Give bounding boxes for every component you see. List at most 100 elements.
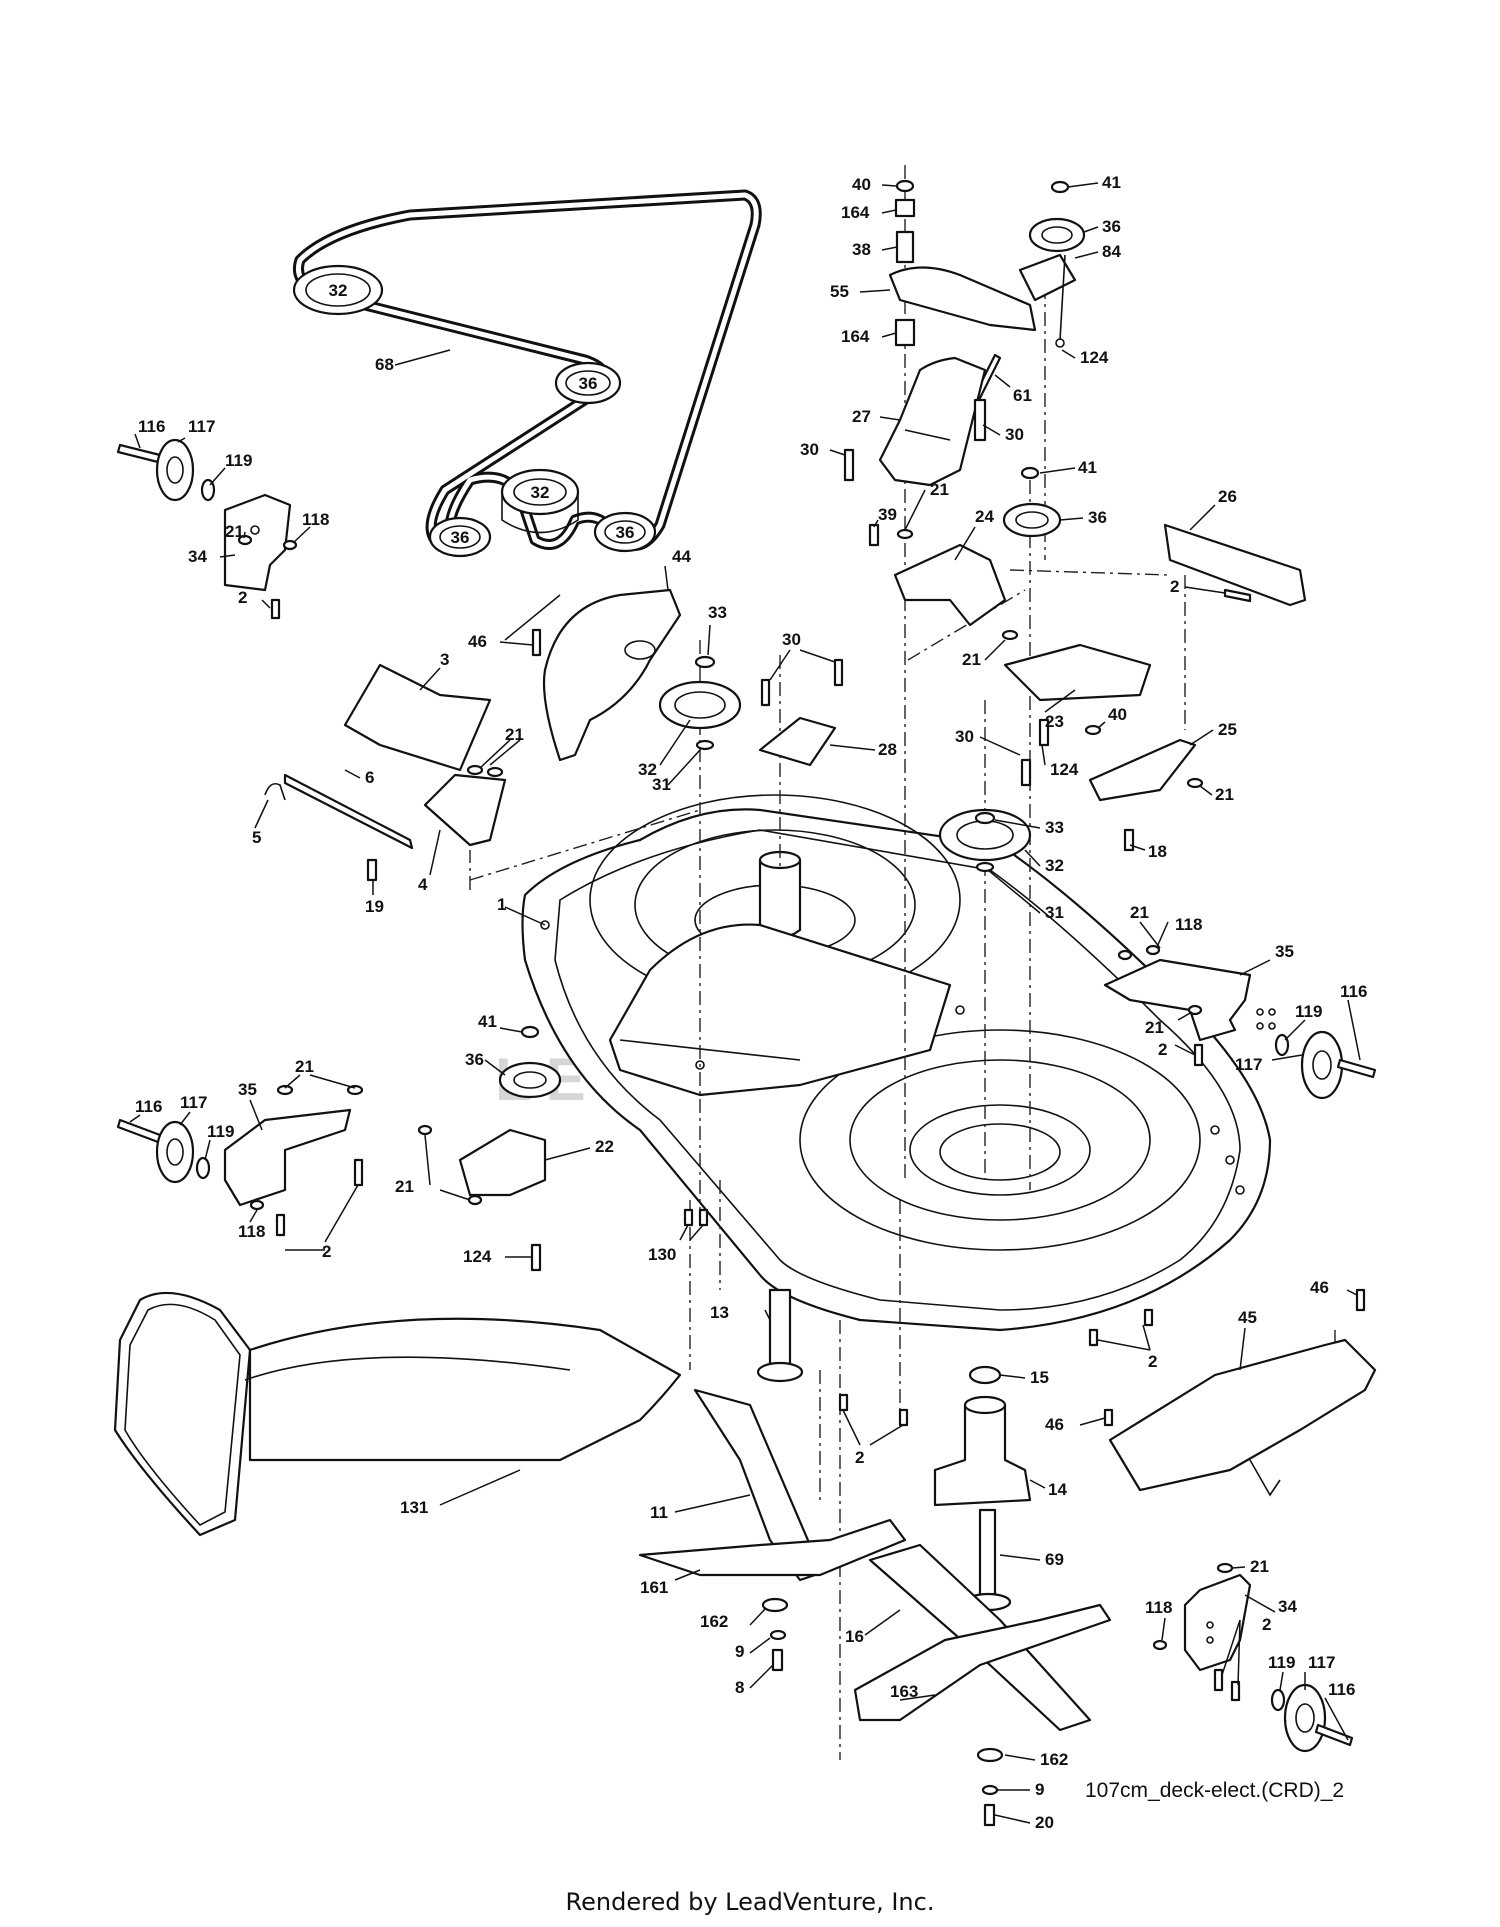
idler-pulley-36-top bbox=[1028, 217, 1086, 253]
callout: 39 bbox=[878, 505, 897, 524]
callout: 2 bbox=[238, 588, 247, 607]
callout: 46 bbox=[1045, 1415, 1064, 1434]
diagram-caption: 107cm_deck-elect.(CRD)_2 bbox=[1085, 1779, 1344, 1802]
callout: 46 bbox=[1310, 1278, 1329, 1297]
bearing-15 bbox=[968, 1365, 1002, 1385]
callout: 21 bbox=[1145, 1018, 1164, 1037]
callout: 24 bbox=[975, 507, 994, 526]
callout: 40 bbox=[852, 175, 871, 194]
callout: 36 bbox=[465, 1050, 484, 1069]
callout: 21 bbox=[1250, 1557, 1269, 1576]
callout: 20 bbox=[1035, 1813, 1054, 1832]
callout: 30 bbox=[800, 440, 819, 459]
bolt-2-bl-a bbox=[353, 1158, 364, 1187]
callout: 116 bbox=[1340, 982, 1367, 1001]
link-rod-6 bbox=[283, 773, 414, 850]
callout: 35 bbox=[1275, 942, 1294, 961]
callout: 32 bbox=[638, 760, 657, 779]
clip-5 bbox=[264, 782, 286, 801]
nut-21-idler bbox=[896, 528, 914, 540]
nut-118-br bbox=[1152, 1639, 1168, 1651]
right-pulley-stack bbox=[893, 466, 1307, 873]
callout: 161 bbox=[640, 1578, 668, 1597]
bolt-2-tl bbox=[270, 598, 281, 620]
washer-9-left bbox=[769, 1629, 787, 1641]
nut-21-25 bbox=[1186, 777, 1204, 789]
nut-40 bbox=[895, 179, 915, 193]
callout: 16 bbox=[845, 1627, 864, 1646]
callout: 2 bbox=[855, 1448, 864, 1467]
bolt-30-left-pair bbox=[760, 678, 771, 707]
callout: 21 bbox=[930, 480, 949, 499]
callout: 33 bbox=[708, 603, 727, 622]
callout: 4 bbox=[418, 875, 428, 894]
discharge-chute-131 bbox=[113, 1291, 682, 1537]
nut-21-bracket4 bbox=[466, 764, 484, 776]
callout: 21 bbox=[505, 725, 524, 744]
bolt-2-br-a bbox=[1213, 1668, 1224, 1692]
callout: 118 bbox=[238, 1222, 265, 1241]
callout: 22 bbox=[595, 1137, 614, 1156]
bracket-22 bbox=[458, 1128, 547, 1197]
callout: 33 bbox=[1045, 818, 1064, 837]
bracket-24 bbox=[893, 543, 1007, 627]
callout: 118 bbox=[1145, 1598, 1172, 1617]
belt-pulley-label: 32 bbox=[531, 483, 550, 502]
callout: 162 bbox=[700, 1612, 728, 1631]
baffle-45 bbox=[838, 1288, 1377, 1497]
bolt-116-bl bbox=[116, 1118, 162, 1144]
nut-21-right-a bbox=[1117, 949, 1133, 961]
callout: 19 bbox=[365, 897, 384, 916]
callout: 31 bbox=[652, 775, 671, 794]
callout: 163 bbox=[890, 1682, 918, 1701]
bolt-2-br-b bbox=[1230, 1680, 1241, 1702]
bolt-20 bbox=[983, 1803, 996, 1827]
deck-right-chamber bbox=[799, 1029, 1201, 1251]
belt-pulley-36-left bbox=[428, 516, 492, 558]
callout: 34 bbox=[188, 547, 207, 566]
callout: 30 bbox=[1005, 425, 1024, 444]
belt-pulleys: 32 36 32 36 36 bbox=[292, 264, 657, 558]
belt-pulley-label: 36 bbox=[579, 374, 598, 393]
spacer-38 bbox=[895, 230, 915, 264]
callout: 26 bbox=[1218, 487, 1237, 506]
bolt-116-tl bbox=[116, 443, 162, 464]
callout: 21 bbox=[395, 1177, 414, 1196]
idler-pulley-22-assembly bbox=[417, 1025, 709, 1272]
bolt-39 bbox=[868, 523, 880, 547]
callout: 40 bbox=[1108, 705, 1127, 724]
callout: 61 bbox=[1013, 386, 1032, 405]
belt-guard-44 bbox=[542, 588, 682, 762]
left-pulley-stack bbox=[264, 588, 844, 882]
idler-arm-27 bbox=[878, 356, 987, 487]
callout: 11 bbox=[650, 1503, 668, 1522]
gauge-wheel-assembly-top-left bbox=[116, 438, 298, 620]
right-spindle-blade bbox=[853, 1365, 1112, 1827]
washer-119-br bbox=[1270, 1688, 1286, 1712]
bracket-34-tl bbox=[223, 493, 292, 592]
idler-pulley-36-lower bbox=[498, 1061, 562, 1099]
bolt-116-right bbox=[1336, 1058, 1377, 1079]
bolt-30-right bbox=[973, 398, 987, 442]
callout: 164 bbox=[841, 327, 870, 346]
idler-bracket-55 bbox=[888, 266, 1037, 332]
callout: 164 bbox=[841, 203, 870, 222]
shield-28 bbox=[758, 716, 837, 767]
callout: 3 bbox=[440, 650, 449, 669]
callout-labels: 40 164 38 55 164 41 36 84 124 61 27 30 3… bbox=[135, 173, 1367, 1832]
washer-119-bl bbox=[195, 1156, 211, 1180]
callout: 23 bbox=[1045, 712, 1064, 731]
bracket-4 bbox=[423, 773, 507, 847]
washer-162-right bbox=[976, 1747, 1004, 1763]
callout: 14 bbox=[1048, 1480, 1067, 1499]
belt-pulley-36-bottom bbox=[593, 511, 657, 553]
belt-pulley-label: 32 bbox=[329, 281, 348, 300]
bolt-130-b bbox=[698, 1208, 709, 1227]
callout: 28 bbox=[878, 740, 897, 759]
callout: 21 bbox=[962, 650, 981, 669]
bracket-25 bbox=[1088, 738, 1197, 802]
bolt-2-rod bbox=[1223, 588, 1252, 603]
shaft-69 bbox=[978, 1508, 997, 1602]
bolt-46-guard bbox=[531, 628, 542, 657]
